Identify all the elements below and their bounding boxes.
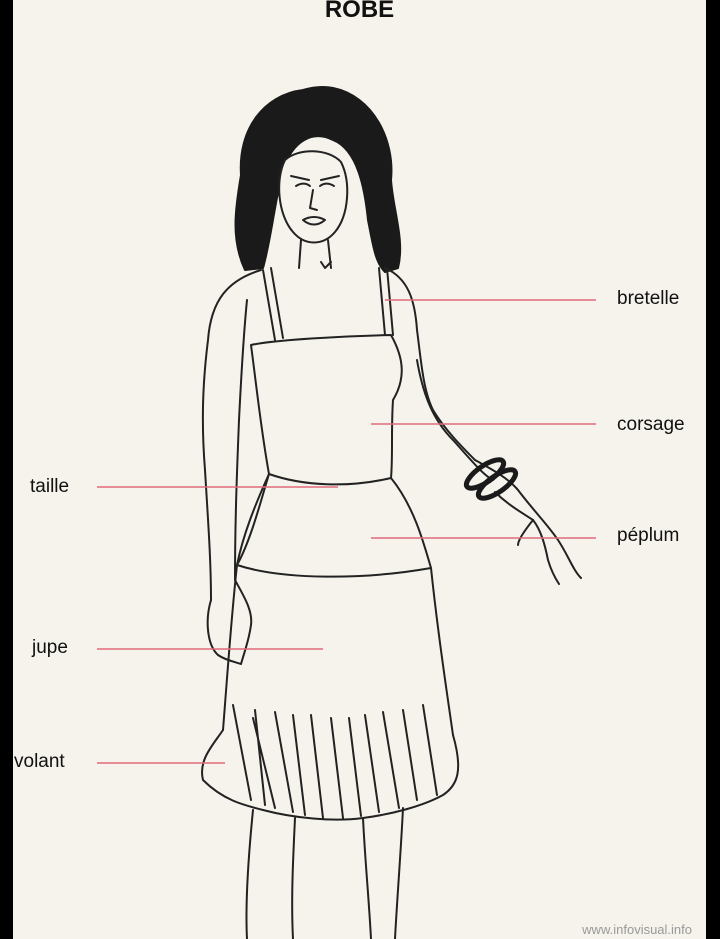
label-volant: volant (14, 751, 65, 773)
label-corsage: corsage (617, 414, 685, 436)
label-peplum: péplum (617, 525, 679, 547)
label-bretelle: bretelle (617, 288, 679, 310)
diagram-page: ROBE (13, 0, 706, 939)
face (279, 151, 347, 242)
label-taille: taille (30, 476, 69, 498)
dress-figure-illustration (13, 0, 706, 939)
watermark: www.infovisual.info (582, 922, 692, 937)
label-jupe: jupe (32, 637, 68, 659)
